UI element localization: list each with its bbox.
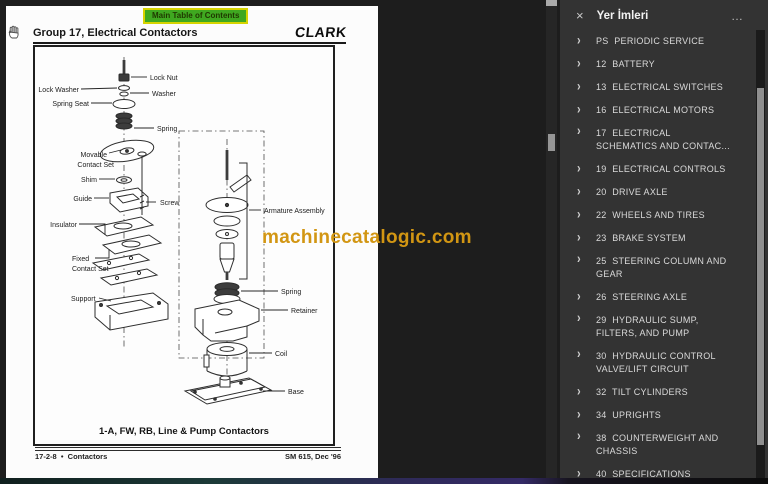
- chevron-right-icon[interactable]: ›: [577, 123, 581, 139]
- contactor-diagram: Lock Nut Lock Washer Washer Spring Seat …: [33, 45, 335, 446]
- label-movable-2: Contact Set: [77, 162, 114, 169]
- group-title: Group 17, Electrical Contactors: [33, 27, 198, 39]
- close-icon[interactable]: ×: [576, 8, 584, 23]
- bookmark-label: 40 SPECIFICATIONS: [596, 469, 691, 478]
- bookmark-item[interactable]: › 12 BATTERY: [577, 56, 748, 72]
- bookmark-label: PS PERIODIC SERVICE: [596, 36, 705, 46]
- sidebar-scrollbar[interactable]: [756, 30, 765, 478]
- watermark: machinecatalogic.com: [262, 227, 472, 248]
- bookmark-item[interactable]: › 38 COUNTERWEIGHT AND CHASSIS: [577, 429, 748, 458]
- document-scrollbar[interactable]: [546, 0, 557, 478]
- bookmark-item[interactable]: › 29 HYDRAULIC SUMP, FILTERS, AND PUMP: [577, 311, 748, 340]
- bookmark-label: 26 STEERING AXLE: [596, 292, 688, 302]
- bookmark-label: 13 ELECTRICAL SWITCHES: [596, 82, 724, 92]
- label-guide: Guide: [73, 196, 92, 203]
- bookmark-label: 34 UPRIGHTS: [596, 410, 662, 420]
- label-screw: Screw: [160, 200, 180, 207]
- bookmark-item[interactable]: › 13 ELECTRICAL SWITCHES: [577, 79, 748, 95]
- chevron-right-icon[interactable]: ›: [577, 466, 581, 478]
- chevron-right-icon[interactable]: ›: [577, 428, 581, 444]
- bookmark-item[interactable]: › 40 SPECIFICATIONS: [577, 466, 748, 478]
- chevron-right-icon[interactable]: ›: [577, 102, 581, 118]
- label-movable-1: Movable: [81, 152, 108, 159]
- window-accent-bar: [0, 478, 768, 484]
- bookmark-item[interactable]: › 16 ELECTRICAL MOTORS: [577, 102, 748, 118]
- main-table-of-contents-button[interactable]: Main Table of Contents: [143, 8, 249, 24]
- sidebar-scrollbar-thumb[interactable]: [757, 88, 764, 445]
- bookmark-item[interactable]: › 20 DRIVE AXLE: [577, 184, 748, 200]
- hand-tool-icon[interactable]: [7, 25, 21, 40]
- bookmark-item[interactable]: › 30 HYDRAULIC CONTROL VALVE/LIFT CIRCUIT: [577, 347, 748, 376]
- options-menu-icon[interactable]: …: [731, 9, 744, 23]
- bookmark-label: 12 BATTERY: [596, 59, 655, 69]
- bookmark-label: 17 ELECTRICAL SCHEMATICS AND CONTAC...: [596, 128, 730, 151]
- bookmark-item[interactable]: › 32 TILT CYLINDERS: [577, 384, 748, 400]
- bookmarks-header: × Yer İmleri …: [560, 0, 768, 31]
- page-footer: 17-2-8 • Contactors SM 615, Dec '96: [35, 452, 341, 461]
- chevron-right-icon[interactable]: ›: [577, 230, 581, 246]
- bookmark-item[interactable]: › 22 WHEELS AND TIRES: [577, 207, 748, 223]
- label-armature: Armature Assembly: [264, 208, 325, 215]
- chevron-right-icon[interactable]: ›: [577, 384, 581, 400]
- bookmark-item[interactable]: › 25 STEERING COLUMN AND GEAR: [577, 252, 748, 281]
- chevron-right-icon[interactable]: ›: [577, 161, 581, 177]
- chevron-right-icon[interactable]: ›: [577, 251, 581, 267]
- bookmark-label: 32 TILT CYLINDERS: [596, 387, 688, 397]
- footer-right: SM 615, Dec '96: [285, 452, 341, 461]
- label-spring-left: Spring: [157, 126, 177, 133]
- label-base: Base: [288, 389, 304, 396]
- bookmark-item[interactable]: › 19 ELECTRICAL CONTROLS: [577, 161, 748, 177]
- chevron-right-icon[interactable]: ›: [577, 184, 581, 200]
- bookmark-label: 25 STEERING COLUMN AND GEAR: [596, 256, 727, 279]
- footer-rule: [35, 447, 341, 451]
- document-page: Main Table of Contents Group 17, Electri…: [6, 6, 378, 478]
- bookmarks-panel: × Yer İmleri … › PS PERIODIC SERVICE › 12 B…: [560, 0, 768, 478]
- chevron-right-icon[interactable]: ›: [577, 310, 581, 326]
- label-support: Support: [71, 296, 96, 303]
- bookmark-item[interactable]: › PS PERIODIC SERVICE: [577, 33, 748, 49]
- label-retainer: Retainer: [291, 308, 318, 315]
- bookmark-label: 29 HYDRAULIC SUMP, FILTERS, AND PUMP: [596, 315, 699, 338]
- label-lock-nut: Lock Nut: [150, 75, 178, 82]
- bookmark-label: 22 WHEELS AND TIRES: [596, 210, 705, 220]
- bookmarks-title: Yer İmleri: [596, 10, 649, 22]
- label-fixed-1: Fixed: [72, 256, 89, 263]
- label-spring-seat: Spring Seat: [52, 101, 89, 108]
- label-fixed-2: Contact Set: [72, 266, 109, 273]
- chevron-right-icon[interactable]: ›: [577, 33, 581, 49]
- chevron-right-icon[interactable]: ›: [577, 207, 581, 223]
- chevron-right-icon[interactable]: ›: [577, 346, 581, 362]
- bookmark-label: 16 ELECTRICAL MOTORS: [596, 105, 715, 115]
- bookmark-item[interactable]: › 23 BRAKE SYSTEM: [577, 230, 748, 246]
- bookmark-label: 19 ELECTRICAL CONTROLS: [596, 164, 726, 174]
- chevron-right-icon[interactable]: ›: [577, 79, 581, 95]
- bookmark-list: › PS PERIODIC SERVICE › 12 BATTERY › 13 ELECT…: [560, 31, 768, 478]
- label-insulator: Insulator: [50, 222, 78, 229]
- bookmark-item[interactable]: › 26 STEERING AXLE: [577, 289, 748, 305]
- document-scrollbar-thumb[interactable]: [548, 134, 555, 151]
- bookmark-label: 38 COUNTERWEIGHT AND CHASSIS: [596, 433, 719, 456]
- bookmark-item[interactable]: › 17 ELECTRICAL SCHEMATICS AND CONTAC...: [577, 124, 748, 153]
- clark-logo: CLARK: [293, 24, 347, 40]
- page-header: Group 17, Electrical Contactors CLARK: [33, 22, 347, 44]
- bookmark-item[interactable]: › 34 UPRIGHTS: [577, 407, 748, 423]
- footer-left: 17-2-8 • Contactors: [35, 452, 108, 461]
- chevron-right-icon[interactable]: ›: [577, 407, 581, 423]
- label-spring-right: Spring: [281, 289, 301, 296]
- label-washer: Washer: [152, 91, 177, 98]
- chevron-right-icon[interactable]: ›: [577, 56, 581, 72]
- bookmark-label: 23 BRAKE SYSTEM: [596, 233, 686, 243]
- bookmark-label: 20 DRIVE AXLE: [596, 187, 668, 197]
- label-shim: Shim: [81, 177, 97, 184]
- chevron-right-icon[interactable]: ›: [577, 289, 581, 305]
- label-coil: Coil: [275, 351, 288, 358]
- document-scrollbar-cap[interactable]: [546, 0, 557, 6]
- diagram-caption: 1-A, FW, RB, Line & Pump Contactors: [99, 426, 269, 437]
- bookmark-label: 30 HYDRAULIC CONTROL VALVE/LIFT CIRCUIT: [596, 351, 716, 374]
- label-lock-washer: Lock Washer: [38, 87, 79, 94]
